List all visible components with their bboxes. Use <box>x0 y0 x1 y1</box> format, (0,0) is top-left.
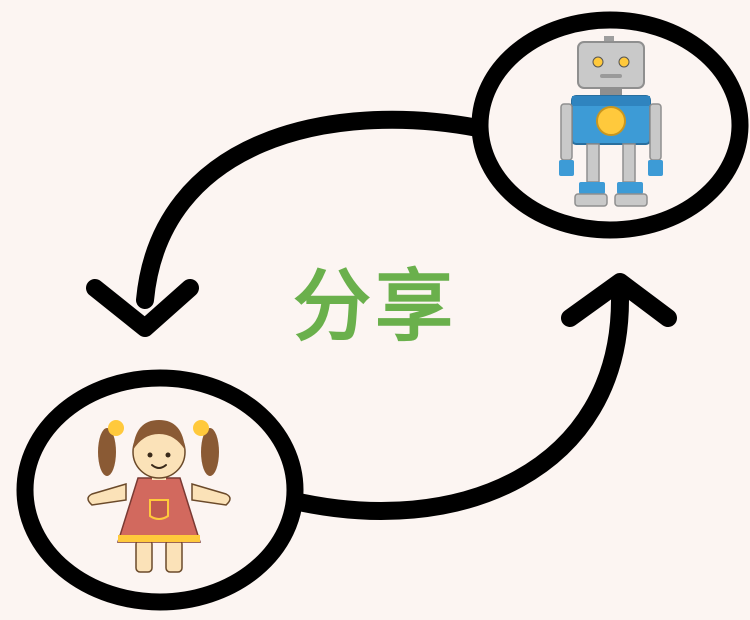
arc-doll-to-robot <box>281 291 629 520</box>
robot-toy-icon <box>559 36 663 207</box>
arc-robot-to-doll <box>136 110 487 309</box>
arrowhead-up <box>561 273 677 327</box>
center-label: 分享 <box>292 262 457 352</box>
arrowhead-down <box>86 279 199 337</box>
doll-toy-icon <box>87 420 231 573</box>
